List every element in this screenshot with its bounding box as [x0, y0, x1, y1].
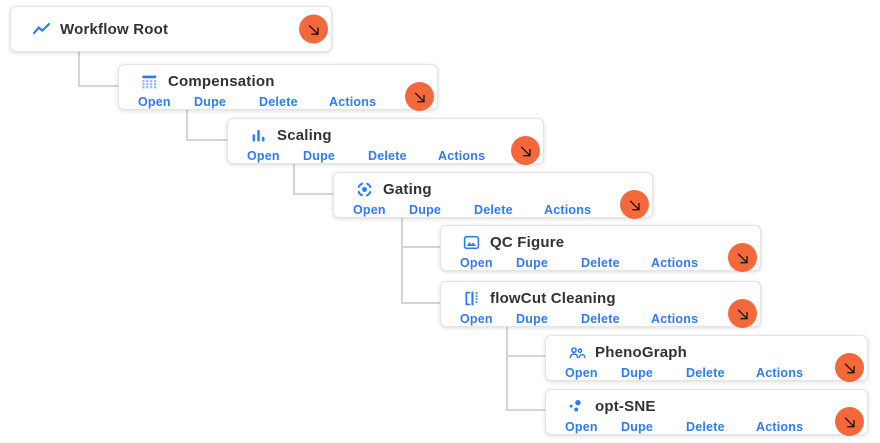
node-title: flowCut Cleaning [490, 290, 616, 307]
delete-link[interactable]: Delete [259, 94, 298, 109]
expand-node-button[interactable] [405, 82, 434, 111]
node-scaling: Scaling Open Dupe Delete Actions [227, 118, 544, 165]
line-chart-icon [32, 20, 51, 39]
actions-link[interactable]: Actions [651, 311, 699, 326]
expand-node-button[interactable] [728, 299, 757, 328]
node-title: Workflow Root [60, 20, 169, 38]
actions-link[interactable]: Actions [651, 255, 699, 270]
delete-link[interactable]: Delete [368, 148, 407, 163]
expand-node-button[interactable] [835, 353, 864, 382]
node-title: Compensation [168, 73, 275, 90]
scatter-icon [567, 397, 586, 416]
group-icon [567, 343, 586, 362]
actions-link[interactable]: Actions [756, 365, 804, 380]
open-link[interactable]: Open [138, 94, 171, 109]
node-flowcut-cleaning: flowCut Cleaning Open Dupe Delete Action… [440, 281, 761, 328]
delete-link[interactable]: Delete [686, 365, 725, 380]
south-east-arrow-icon [629, 199, 640, 210]
bar-chart-icon [249, 126, 268, 145]
open-link[interactable]: Open [460, 255, 493, 270]
node-title: Gating [383, 181, 432, 198]
table-grid-icon [140, 72, 159, 91]
dupe-link[interactable]: Dupe [621, 365, 654, 380]
south-east-arrow-icon [520, 145, 531, 156]
delete-link[interactable]: Delete [581, 311, 620, 326]
tree-connector [78, 52, 118, 87]
node-gating: Gating Open Dupe Delete Actions [333, 172, 653, 219]
node-title: PhenoGraph [595, 344, 688, 361]
focus-icon [355, 180, 374, 199]
dupe-link[interactable]: Dupe [516, 311, 549, 326]
tree-connector [293, 164, 333, 195]
south-east-arrow-icon [414, 91, 425, 102]
actions-link[interactable]: Actions [329, 94, 377, 109]
south-east-arrow-icon [737, 252, 748, 263]
south-east-arrow-icon [737, 308, 748, 319]
node-phenograph: PhenoGraph Open Dupe Delete Actions [545, 335, 868, 382]
node-opt-sne: opt-SNE Open Dupe Delete Actions [545, 389, 868, 436]
node-compensation: Compensation Open Dupe Delete Actions [118, 64, 438, 111]
actions-link[interactable]: Actions [544, 202, 592, 217]
dupe-link[interactable]: Dupe [303, 148, 336, 163]
node-title: opt-SNE [595, 398, 656, 415]
tree-connector [401, 218, 440, 304]
delete-link[interactable]: Delete [581, 255, 620, 270]
expand-node-button[interactable] [299, 14, 328, 44]
expand-node-button[interactable] [728, 243, 757, 272]
expand-node-button[interactable] [620, 190, 649, 219]
open-link[interactable]: Open [460, 311, 493, 326]
open-link[interactable]: Open [247, 148, 280, 163]
south-east-arrow-icon [844, 362, 855, 373]
node-title: Scaling [277, 127, 332, 144]
node-title: QC Figure [490, 234, 565, 251]
open-link[interactable]: Open [565, 365, 598, 380]
dupe-link[interactable]: Dupe [194, 94, 227, 109]
open-link[interactable]: Open [565, 419, 598, 434]
node-qc-figure: QC Figure Open Dupe Delete Actions [440, 225, 761, 272]
south-east-arrow-icon [308, 24, 319, 35]
actions-link[interactable]: Actions [438, 148, 486, 163]
delete-link[interactable]: Delete [474, 202, 513, 217]
flowcut-icon [462, 289, 481, 308]
node-workflow-root: Workflow Root [10, 6, 332, 52]
tree-connector [506, 327, 545, 411]
dupe-link[interactable]: Dupe [516, 255, 549, 270]
image-icon [462, 233, 481, 252]
actions-link[interactable]: Actions [756, 419, 804, 434]
dupe-link[interactable]: Dupe [621, 419, 654, 434]
delete-link[interactable]: Delete [686, 419, 725, 434]
tree-connector [186, 110, 227, 141]
dupe-link[interactable]: Dupe [409, 202, 442, 217]
expand-node-button[interactable] [835, 407, 864, 436]
open-link[interactable]: Open [353, 202, 386, 217]
south-east-arrow-icon [844, 416, 855, 427]
expand-node-button[interactable] [511, 136, 540, 165]
